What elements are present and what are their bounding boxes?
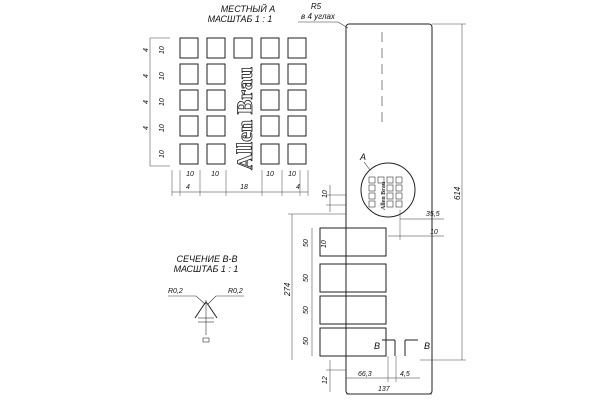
detail-square — [260, 143, 280, 165]
detail-dim-v6: 10 — [159, 124, 166, 132]
callout-square-grid — [368, 176, 403, 208]
detail-dim-v1: 4 — [143, 48, 150, 52]
callout-square — [386, 176, 394, 184]
dim-total-height: 614 — [453, 186, 462, 200]
section-radius-left: R0,2 — [168, 288, 183, 295]
detail-dim-h3: 10 — [211, 171, 219, 178]
detail-dim-h6: 10 — [288, 171, 296, 178]
detail-dim-v2: 10 — [159, 72, 166, 80]
detail-logo: Allen Brau — [232, 67, 257, 170]
window-cutout — [319, 263, 387, 293]
callout-square — [377, 176, 385, 184]
detail-a: МЕСТНЫЙ А МАСШТАБ 1 : 1 Allen Brau 4 10 … — [143, 3, 309, 196]
section-mark-left: В — [374, 341, 380, 351]
corner-note-line1: R5 — [311, 2, 322, 11]
detail-dim-v5: 4 — [143, 100, 150, 104]
detail-square — [260, 37, 280, 59]
detail-square — [287, 89, 307, 111]
dim-right-10: 10 — [430, 229, 438, 236]
dim-window-2: 50 — [303, 274, 310, 282]
corner-note-leader — [298, 21, 349, 29]
window-cutouts — [319, 227, 387, 357]
dim-137: 137 — [378, 386, 391, 393]
callout-square — [368, 176, 376, 184]
dim-35-5: 35,5 — [426, 211, 440, 218]
callout-square — [395, 200, 403, 208]
detail-square — [179, 89, 199, 111]
detail-square — [233, 37, 253, 59]
callout-square — [395, 184, 403, 192]
detail-dim-v7: 4 — [143, 126, 150, 130]
detail-square — [206, 115, 226, 137]
callout-square — [386, 200, 394, 208]
section-title-line1: СЕЧЕНИЕ В-В — [176, 254, 237, 264]
main-plate-outline — [345, 23, 433, 395]
section-leader-right — [207, 295, 244, 305]
section-radius-right: R0,2 — [228, 288, 243, 295]
detail-square — [260, 115, 280, 137]
section-leader-left — [168, 295, 206, 305]
dim-top-offset: 10 — [322, 190, 329, 198]
detail-square — [179, 37, 199, 59]
detail-square — [287, 63, 307, 85]
detail-square — [206, 37, 226, 59]
window-cutout — [319, 327, 387, 357]
window-cutout — [319, 295, 387, 325]
detail-dim-h1: 4 — [186, 184, 190, 191]
detail-title-line2: МАСШТАБ 1 : 1 — [208, 14, 273, 24]
callout-square — [395, 192, 403, 200]
detail-square — [287, 37, 307, 59]
section-arrow-left — [382, 339, 396, 356]
detail-square — [260, 89, 280, 111]
window-cutout — [319, 227, 387, 257]
dim-window-1: 50 — [303, 239, 310, 247]
dim-274: 274 — [283, 282, 292, 297]
callout-square — [386, 192, 394, 200]
dim-66-3: 66,3 — [358, 371, 372, 378]
section-arrow-right — [404, 339, 418, 356]
corner-note-line2: в 4 углах — [301, 12, 336, 21]
detail-square — [206, 143, 226, 165]
callout-square — [368, 192, 376, 200]
detail-square — [179, 115, 199, 137]
section-title-line2: МАСШТАБ 1 : 1 — [174, 264, 239, 274]
detail-dim-v4: 10 — [159, 98, 166, 106]
detail-square — [287, 143, 307, 165]
section-b-b: СЕЧЕНИЕ В-В МАСШТАБ 1 : 1 R0,2 R0,2 — [168, 254, 244, 343]
detail-dim-h5: 10 — [266, 171, 274, 178]
detail-square — [179, 143, 199, 165]
main-view: R5 в 4 углах Allen Brau A 614 10 35,5 10 — [283, 2, 466, 395]
detail-title-line1: МЕСТНЫЙ А — [221, 3, 276, 14]
detail-square — [260, 63, 280, 85]
detail-square-grid — [179, 37, 307, 165]
dim-window-4: 50 — [303, 337, 310, 345]
detail-square — [179, 63, 199, 85]
detail-dim-v9: 10 — [159, 46, 166, 54]
dim-window-3: 50 — [303, 306, 310, 314]
section-small-rect — [202, 337, 210, 343]
callout-square — [395, 176, 403, 184]
callout-square — [368, 200, 376, 208]
detail-dim-h7: 4 — [296, 184, 300, 191]
detail-square — [206, 63, 226, 85]
detail-dim-v8: 10 — [159, 150, 166, 158]
detail-square — [206, 89, 226, 111]
callout-square — [386, 184, 394, 192]
callout-logo: Allen Brau — [381, 181, 387, 210]
detail-square — [287, 115, 307, 137]
dim-window-1-gap: 10 — [321, 240, 328, 248]
callout-label: A — [359, 152, 366, 162]
dim-4-5: 4,5 — [400, 371, 410, 378]
dim-bottom-12: 12 — [322, 376, 329, 384]
detail-dim-v3: 4 — [143, 74, 150, 78]
detail-dim-h2: 10 — [186, 171, 194, 178]
section-mark-right: В — [424, 341, 430, 351]
callout-square — [368, 184, 376, 192]
detail-callout-circle — [360, 162, 416, 218]
detail-dim-h4: 18 — [240, 184, 248, 191]
